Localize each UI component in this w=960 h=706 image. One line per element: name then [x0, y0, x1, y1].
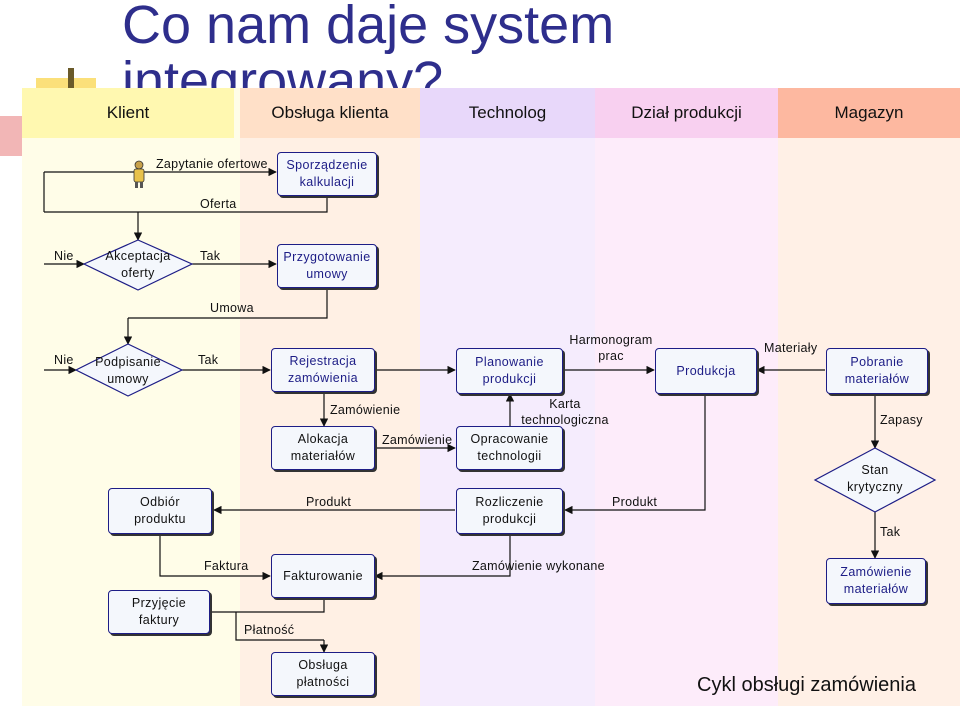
- label-umowa: Umowa: [210, 301, 254, 315]
- node-planowanie-produkcji[interactable]: Planowanie produkcji: [456, 348, 563, 394]
- label-zamowienie-wykonane: Zamówienie wykonane: [472, 559, 605, 573]
- label-materialy: Materiały: [764, 341, 818, 355]
- label-zamowienie-alokacja: Zamówienie: [382, 433, 453, 447]
- decision-stan-krytyczny[interactable]: Stan krytyczny: [847, 463, 903, 494]
- node-obsluga-platnosci[interactable]: Obsługa płatności: [271, 652, 375, 696]
- node-odbior-produktu[interactable]: Odbiór produktu: [108, 488, 212, 534]
- node-rejestracja-zamowienia[interactable]: Rejestracja zamówienia: [271, 348, 375, 392]
- person-icon: [132, 160, 146, 188]
- node-rozliczenie-produkcji[interactable]: Rozliczenie produkcji: [456, 488, 563, 534]
- lane-header-klient: Klient: [22, 88, 234, 138]
- node-pobranie-materialow[interactable]: Pobranie materiałów: [826, 348, 928, 394]
- lane-header-obsluga: Obsługa klienta: [240, 88, 420, 138]
- label-platnosc: Płatność: [244, 623, 295, 637]
- node-zamowienie-materialow[interactable]: Zamówienie materiałów: [826, 558, 926, 604]
- label-tak-podpisanie: Tak: [198, 353, 219, 367]
- decision-akceptacja-oferty[interactable]: Akceptacja oferty: [105, 249, 171, 280]
- label-produkt-produkcja: Produkt: [612, 495, 658, 509]
- label-faktura: Faktura: [204, 559, 249, 573]
- slide-title: Co nam daje system: [122, 0, 615, 55]
- decor-yellow-stem: [68, 68, 74, 98]
- decision-podpisanie-umowy[interactable]: Podpisanie umowy: [95, 355, 161, 386]
- label-oferta: Oferta: [200, 197, 237, 211]
- node-przyjecie-faktury[interactable]: Przyjęcie faktury: [108, 590, 210, 634]
- slide-title-line2: integrowany?: [122, 54, 444, 88]
- label-produkt-odbior: Produkt: [306, 495, 352, 509]
- label-zapytanie-ofertowe: Zapytanie ofertowe: [156, 157, 268, 171]
- label-zapasy: Zapasy: [880, 413, 923, 427]
- node-fakturowanie[interactable]: Fakturowanie: [271, 554, 375, 598]
- label-harmonogram-prac: Harmonogram prac: [569, 333, 653, 363]
- node-przygotowanie-umowy[interactable]: Przygotowanie umowy: [277, 244, 377, 288]
- footer-caption: Cykl obsługi zamówienia: [697, 674, 916, 696]
- label-tak-stan: Tak: [880, 525, 901, 539]
- label-tak-akceptacja: Tak: [200, 249, 221, 263]
- lane-bg-produkcja: [595, 88, 778, 706]
- node-produkcja[interactable]: Produkcja: [655, 348, 757, 394]
- node-sporzadzenie-kalkulacji[interactable]: Sporządzenie kalkulacji: [277, 152, 377, 196]
- decor-red-bar: [0, 116, 22, 156]
- label-nie-podpisanie: Nie: [54, 353, 74, 367]
- node-alokacja-materialow[interactable]: Alokacja materiałów: [271, 426, 375, 470]
- label-zamowienie-rejestracja: Zamówienie: [330, 403, 401, 417]
- label-karta-technologiczna: Karta technologiczna: [521, 397, 609, 427]
- lane-header-produkcja: Dział produkcji: [595, 88, 778, 138]
- label-nie-akceptacja: Nie: [54, 249, 74, 263]
- lane-header-magazyn: Magazyn: [778, 88, 960, 138]
- lane-header-technolog: Technolog: [420, 88, 595, 138]
- node-opracowanie-technologii[interactable]: Opracowanie technologii: [456, 426, 563, 470]
